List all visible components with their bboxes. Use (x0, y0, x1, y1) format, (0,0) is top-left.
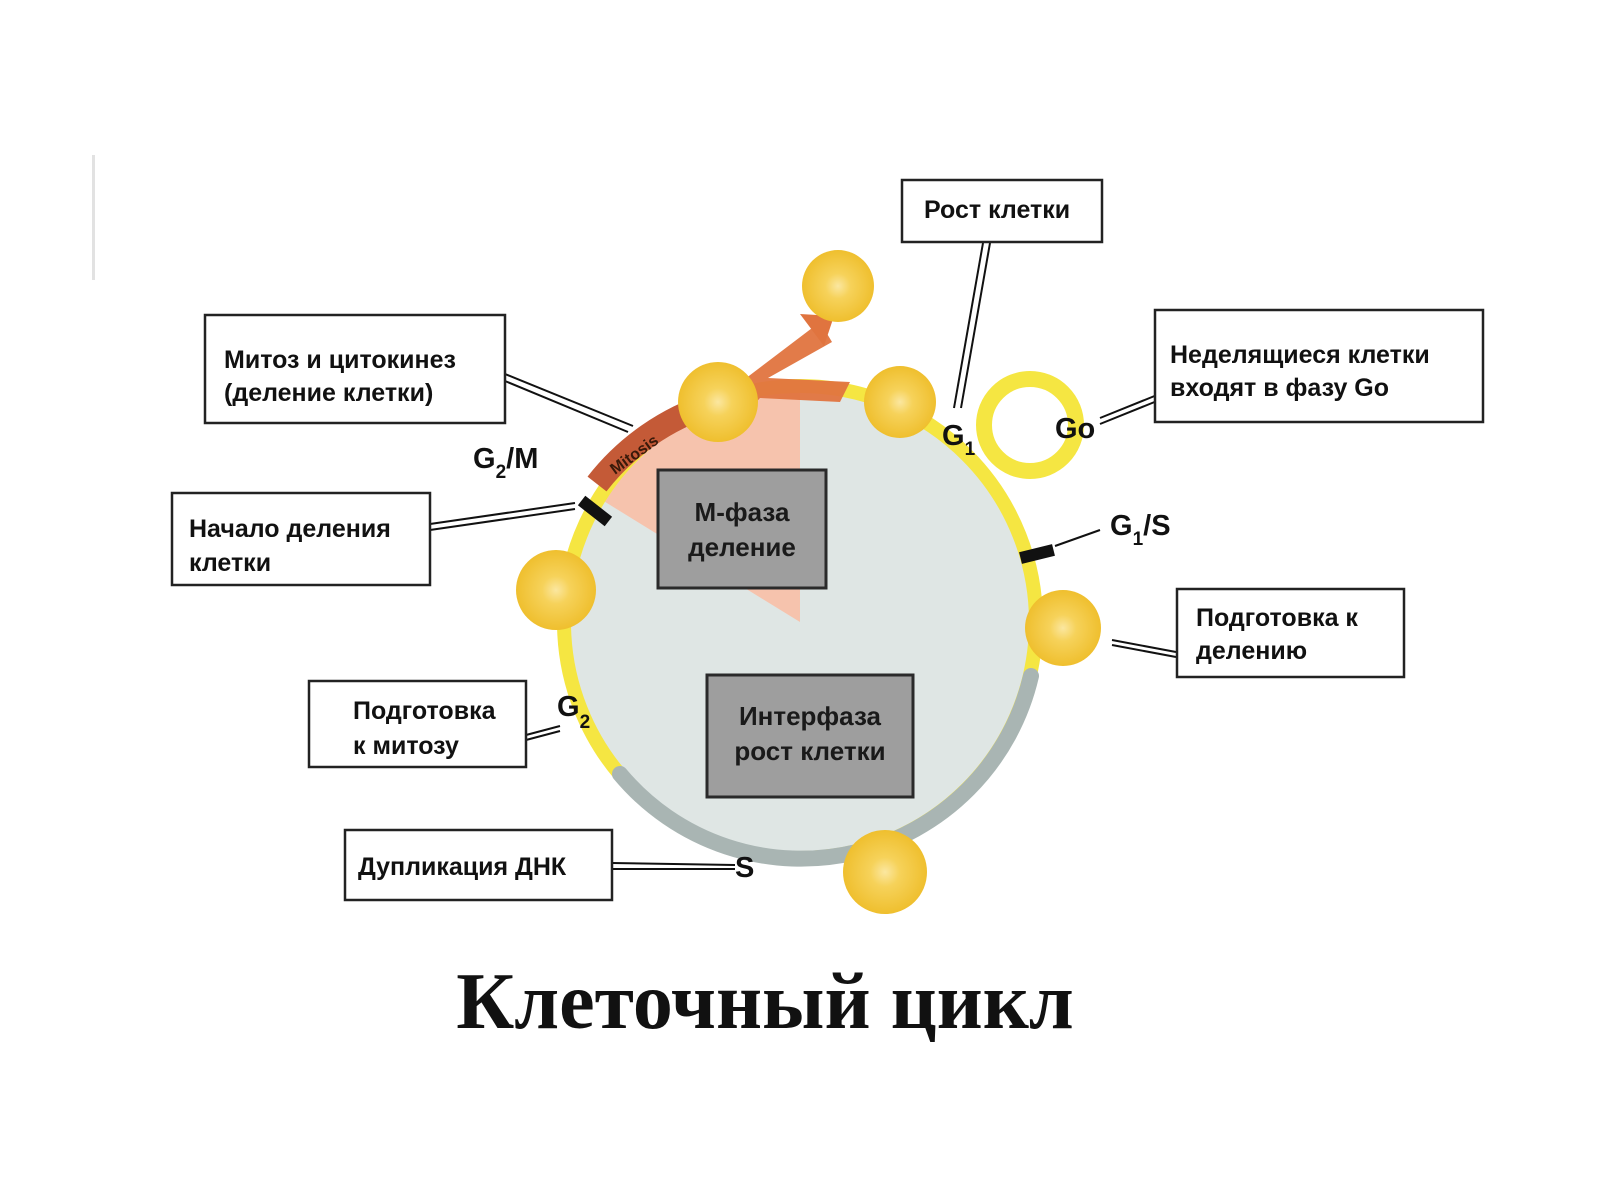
cell-s-end (1025, 590, 1101, 666)
svg-text:Дупликация ДНК: Дупликация ДНК (358, 853, 567, 881)
svg-text:к митозу: к митозу (353, 732, 459, 760)
cell-g2 (516, 550, 596, 630)
g0-loop (976, 371, 1084, 479)
svg-text:Подготовка к: Подготовка к (1196, 604, 1358, 632)
m-phase-box: М-фаза деление (656, 468, 828, 590)
label-prep-division: Подготовка к делению (1175, 587, 1406, 679)
label-non-dividing: Неделящиеся клетки входят в фазу Go (1153, 308, 1485, 424)
label-mitosis-cytokinesis: Митоз и цитокинез (деление клетки) (203, 313, 507, 425)
phase-g1: G1 (942, 420, 976, 460)
cell-g1 (864, 366, 936, 438)
phase-g2m: G2/M (473, 443, 538, 483)
phase-g1s: G1/S (1110, 510, 1171, 550)
g1s-checkpoint (1019, 544, 1055, 564)
interphase-box: Интерфаза рост клетки (705, 673, 915, 799)
phase-go: Go (1055, 413, 1095, 445)
phase-s: S (735, 852, 754, 884)
svg-text:М-фаза: М-фаза (695, 497, 790, 527)
label-dna-duplication: Дупликация ДНК (343, 828, 614, 902)
svg-text:(деление клетки): (деление клетки) (224, 379, 433, 407)
division-arrow-tip (800, 314, 834, 346)
g2m-checkpoint (577, 495, 613, 527)
cell-divided (802, 250, 874, 322)
label-cell-growth: Рост клетки (900, 178, 1104, 244)
svg-text:Рост клетки: Рост клетки (924, 196, 1070, 224)
svg-text:Начало деления: Начало деления (189, 515, 391, 543)
svg-text:Неделящиеся клетки: Неделящиеся клетки (1170, 341, 1430, 369)
cell-s-mid (843, 830, 927, 914)
svg-text:деление: деление (688, 532, 796, 562)
label-division-start: Начало деления клетки (170, 491, 432, 587)
cell-mitosis (678, 362, 758, 442)
svg-text:делению: делению (1196, 637, 1307, 665)
svg-text:рост клетки: рост клетки (734, 736, 885, 766)
svg-text:Подготовка: Подготовка (353, 697, 497, 725)
diagram-title: Клеточный цикл (456, 958, 1074, 1046)
page-edge-mark (92, 155, 95, 280)
svg-text:входят в фазу Go: входят в фазу Go (1170, 374, 1389, 402)
leader-lines (429, 242, 1177, 870)
label-prep-mitosis: Подготовка к митозу (307, 679, 528, 769)
phase-g2: G2 (557, 691, 590, 733)
svg-text:Интерфаза: Интерфаза (739, 701, 882, 731)
svg-text:клетки: клетки (189, 549, 271, 577)
svg-text:Митоз и цитокинез: Митоз и цитокинез (224, 346, 456, 374)
